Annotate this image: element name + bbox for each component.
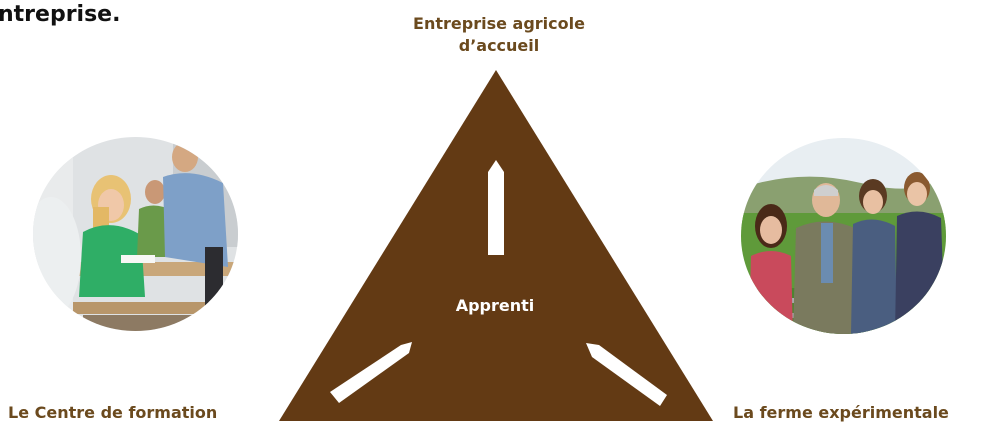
arrow-down-left-icon — [330, 342, 412, 403]
node-label-centre-formation: Le Centre de formation — [8, 403, 218, 422]
photo-farm-group — [741, 138, 946, 334]
node-label-entreprise-line1: Entreprise agricole — [413, 14, 585, 33]
node-label-entreprise-line2: d’accueil — [458, 36, 540, 55]
arrow-up-icon — [488, 160, 504, 255]
arrow-down-right-icon — [586, 343, 667, 406]
node-label-ferme-experimentale: La ferme expérimentale — [733, 403, 949, 422]
page-heading: ntreprise. — [0, 2, 121, 27]
node-label-entreprise: Entreprise agricole d’accueil — [386, 13, 612, 57]
farm-illustration — [741, 138, 946, 334]
center-label-apprenti: Apprenti — [455, 296, 535, 315]
photo-classroom — [33, 137, 238, 331]
classroom-illustration — [33, 137, 238, 331]
